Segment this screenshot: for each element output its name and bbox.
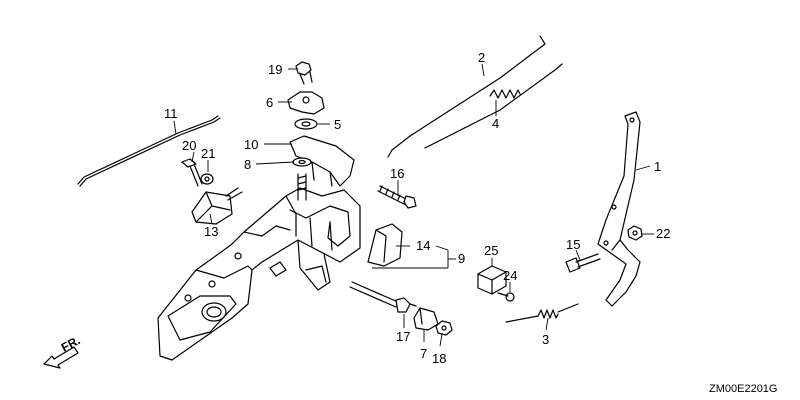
callout-9: 9 [458, 251, 465, 266]
callout-6: 6 [266, 95, 273, 110]
callout-7: 7 [420, 346, 427, 361]
callout-13: 13 [204, 224, 218, 239]
callout-24: 24 [503, 268, 517, 283]
callout-4: 4 [492, 116, 499, 131]
callout-19: 18 [432, 351, 446, 366]
front-direction-arrow: FR. [43, 333, 83, 369]
part-18-nut [295, 61, 313, 85]
part-20-bolt [181, 158, 203, 187]
part-6-lever [287, 91, 325, 115]
callout-14: 14 [416, 238, 430, 253]
part-3-spring [505, 303, 579, 323]
part-4-spring [489, 89, 521, 99]
direction-label: FR. [59, 333, 83, 354]
part-1-lever [597, 111, 641, 307]
part-22-washer [200, 173, 214, 185]
callout-3: 3 [542, 332, 549, 347]
part-15-bolt [565, 253, 601, 273]
part-17-bolt [349, 281, 417, 313]
part-8-washer [292, 157, 312, 167]
part-24-screw [497, 292, 515, 302]
callout-20: 20 [182, 138, 196, 153]
callout-11: 11 [164, 106, 178, 121]
callout-17: 17 [396, 329, 410, 344]
callout-5: 5 [334, 117, 341, 132]
callouts: 19 6 5 10 8 11 2 4 1 22 15 16 14 9 25 24… [164, 50, 670, 366]
callout-15: 15 [566, 237, 580, 252]
callout-25: 25 [484, 243, 498, 258]
part-2-rod [387, 35, 563, 158]
part-25-block [477, 265, 507, 295]
part-21-nut [627, 225, 643, 241]
part-5-washer [294, 118, 318, 130]
shaft [297, 173, 307, 201]
part-19-nut [435, 320, 453, 336]
callout-8: 8 [244, 157, 251, 172]
part-14-bracket [367, 223, 403, 267]
part-13-switch [191, 187, 243, 225]
part-11-rod [77, 115, 221, 187]
callout-1: 1 [654, 159, 661, 174]
part-16-bolt [377, 185, 417, 209]
callout-22: 21 [201, 146, 215, 161]
base-plate [157, 187, 361, 361]
callout-21: 22 [656, 226, 670, 241]
leader-lines [173, 63, 654, 347]
callout-2: 2 [478, 50, 485, 65]
drawing-code: ZM00E2201G [709, 383, 777, 395]
callout-10: 10 [244, 137, 258, 152]
callout-18: 19 [268, 62, 282, 77]
part-7-nut [413, 307, 439, 331]
callout-16: 16 [390, 166, 404, 181]
